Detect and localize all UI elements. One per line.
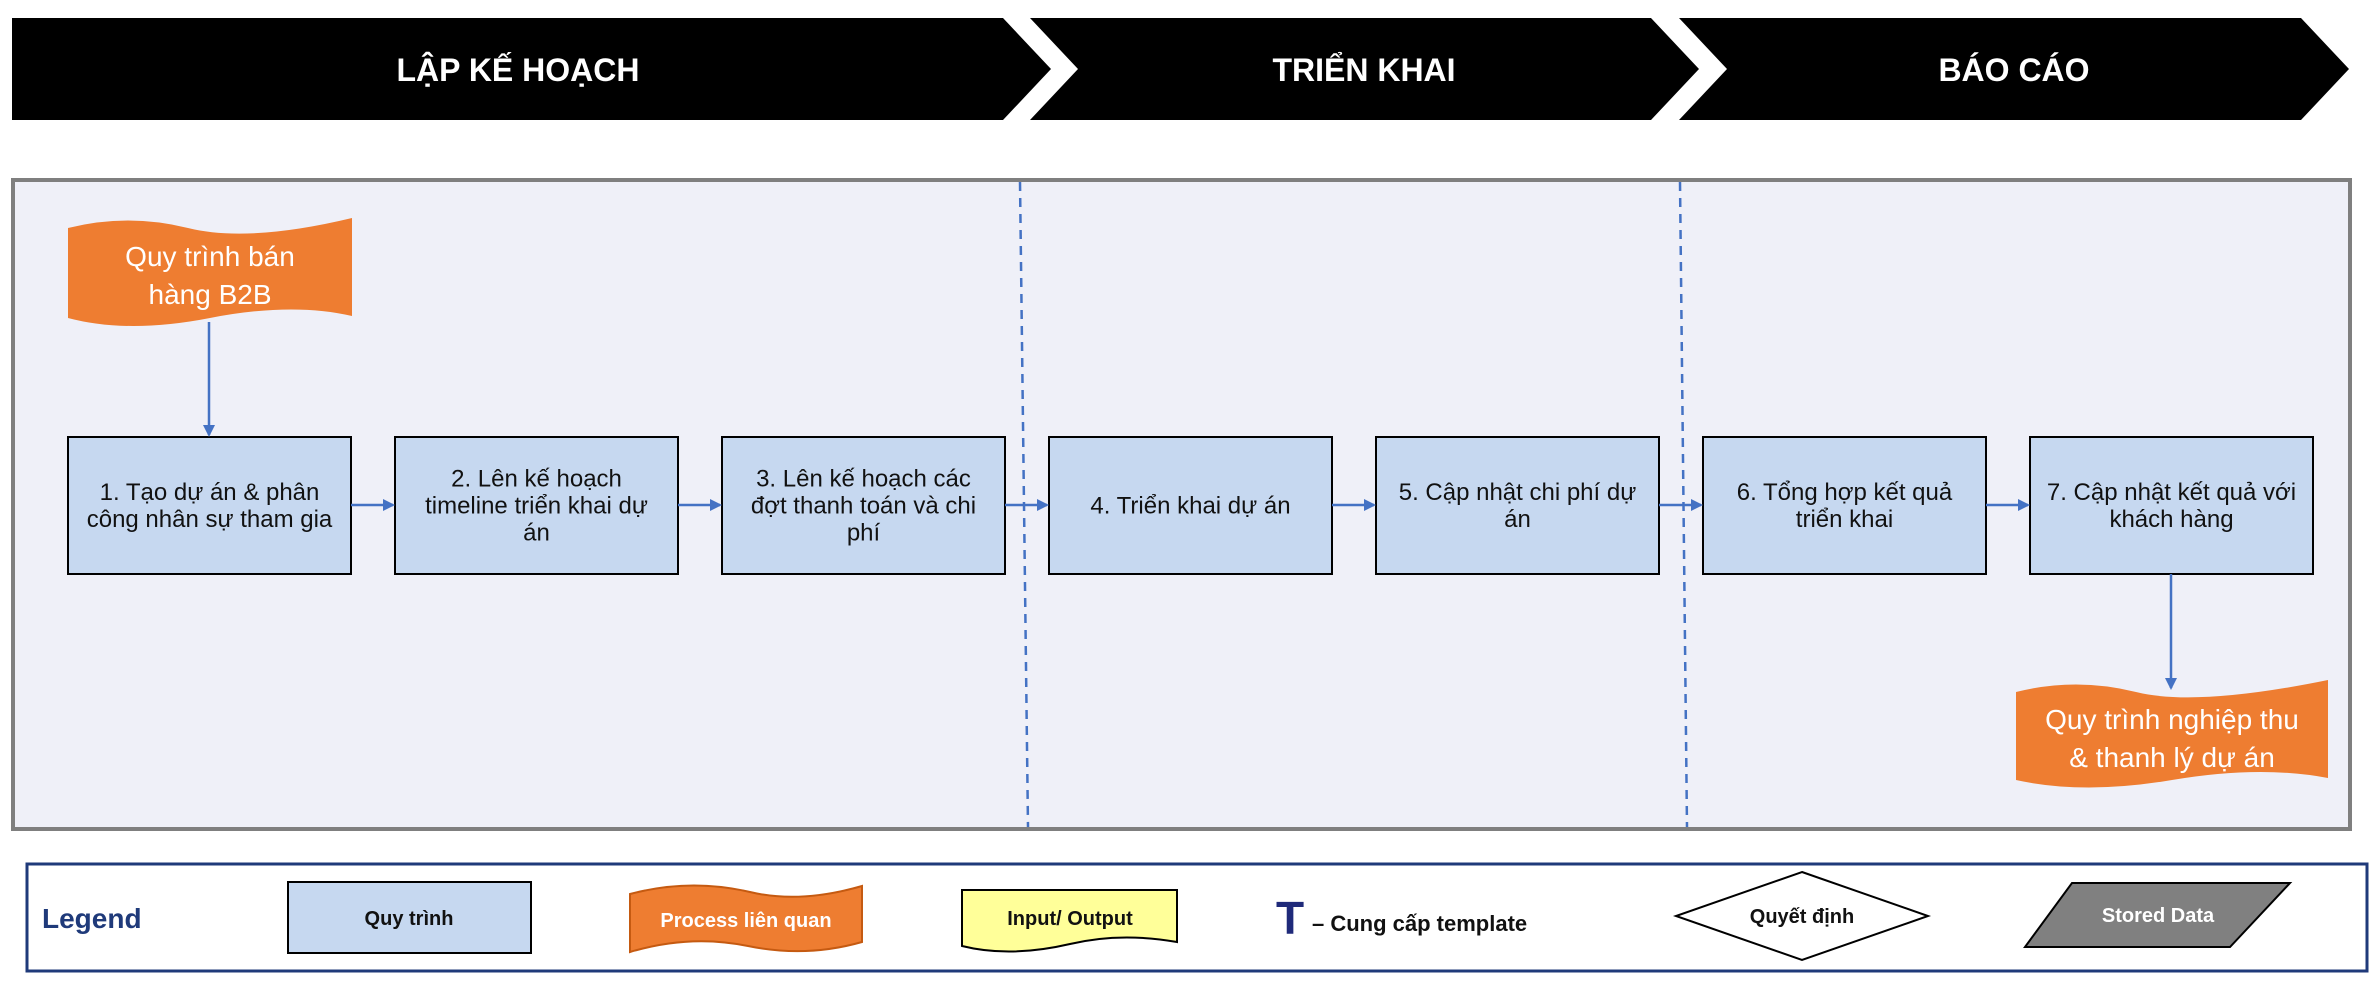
step-3-label-line: phí xyxy=(847,520,881,547)
flow-arrows xyxy=(203,322,2177,690)
step-1-label-line: 1. Tạo dự án & phân xyxy=(100,479,320,506)
related-process-line: & thanh lý dự án xyxy=(2069,742,2275,773)
step-4-label-line: 4. Triển khai dự án xyxy=(1090,493,1290,520)
legend-io-label: Input/ Output xyxy=(1007,908,1133,930)
step-7-label-line: 7. Cập nhật kết quả với xyxy=(2047,479,2296,506)
step-2-label-line: 2. Lên kế hoạch xyxy=(451,466,622,493)
step-box-2 xyxy=(394,436,679,575)
legend-related-process-label: Process liên quan xyxy=(660,910,831,932)
step-1-label-line: công nhân sự tham gia xyxy=(87,506,333,533)
phase-banner: LẬP KẾ HOẠCH TRIỂN KHAI BÁO CÁO xyxy=(12,18,2349,120)
legend-decision-label: Quyết định xyxy=(1750,906,1854,928)
step-2-label-line: án xyxy=(523,520,550,547)
phase-label-planning: LẬP KẾ HOẠCH xyxy=(397,52,640,88)
related-process-line: hàng B2B xyxy=(149,279,272,310)
legend-io-shape xyxy=(961,889,1178,953)
related-process-sales-b2b: Quy trình bán hàng B2B xyxy=(68,218,352,326)
phase-chevron-planning xyxy=(12,18,1051,120)
legend-stored-data-label: Stored Data xyxy=(2102,905,2215,927)
legend-decision-shape xyxy=(1672,870,1932,962)
step-box-7 xyxy=(2029,436,2314,575)
step-2-label-line: timeline triển khai dự xyxy=(425,493,648,520)
step-box-3 xyxy=(721,436,1006,575)
step-box-5 xyxy=(1375,436,1660,575)
related-process-line: Quy trình nghiệp thu xyxy=(2045,704,2299,735)
legend-process-label: Quy trình xyxy=(365,908,454,930)
phase-label-implementation: TRIỂN KHAI xyxy=(1272,52,1455,88)
step-5-label-line: 5. Cập nhật chi phí dự xyxy=(1399,479,1637,506)
step-3-label-line: 3. Lên kế hoạch các xyxy=(756,466,971,493)
legend-stored-data-shape xyxy=(2023,882,2293,948)
step-6-label-line: triển khai xyxy=(1796,506,1893,533)
step-3-label-line: đợt thanh toán và chi xyxy=(751,493,976,520)
phase-chevron-report xyxy=(1679,18,2349,120)
legend-process-shape xyxy=(287,881,532,954)
legend: Legend Quy trình Process liên quan Input… xyxy=(25,862,2369,973)
step-box-4 xyxy=(1048,436,1333,575)
step-box-1 xyxy=(67,436,352,575)
legend-template-icon: T xyxy=(1276,892,1304,944)
step-box-6 xyxy=(1702,436,1987,575)
related-process-line: Quy trình bán xyxy=(125,241,295,272)
step-boxes xyxy=(67,436,2314,575)
legend-title: Legend xyxy=(42,903,142,934)
step-7-label-line: khách hàng xyxy=(2109,506,2233,533)
phase-label-report: BÁO CÁO xyxy=(1938,52,2089,88)
legend-related-process-shape xyxy=(629,884,863,954)
phase-chevron-implementation xyxy=(1030,18,1699,120)
legend-template-label: – Cung cấp template xyxy=(1312,911,1527,936)
step-6-label-line: 6. Tổng hợp kết quả xyxy=(1737,479,1953,506)
step-5-label-line: án xyxy=(1504,506,1531,533)
related-process-acceptance: Quy trình nghiệp thu & thanh lý dự án xyxy=(2016,680,2328,788)
